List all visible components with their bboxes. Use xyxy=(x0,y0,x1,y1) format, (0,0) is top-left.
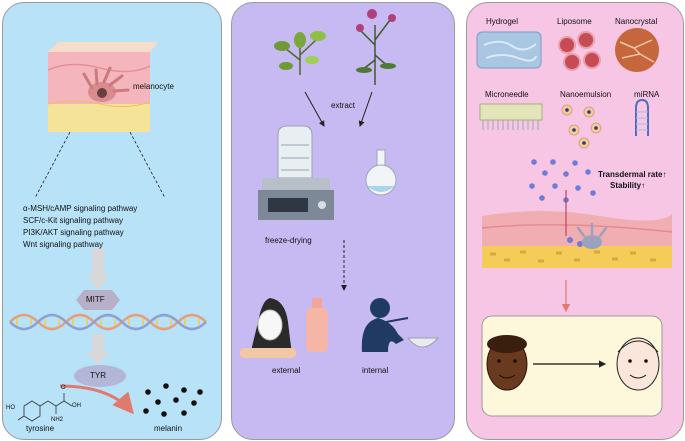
external-label: external xyxy=(272,366,301,375)
carrier-label-mirna: miRNA xyxy=(634,90,660,99)
melanocyte-cell xyxy=(82,66,130,102)
dna-helix xyxy=(9,313,207,331)
face-light xyxy=(616,337,660,391)
tyr-arrow-down xyxy=(86,334,110,364)
result-box xyxy=(481,315,663,417)
tyr-label: TYR xyxy=(90,371,106,380)
carrier-label-nanocrystal: Nanocrystal xyxy=(615,17,658,26)
tyrosinase-reaction-arrow xyxy=(59,384,134,415)
pathway-label: SCF/c-Kit signaling pathway xyxy=(23,216,124,225)
stability-label: Stability↑ xyxy=(610,181,646,190)
carrier-label-hydrogel: Hydrogel xyxy=(486,17,519,26)
pathway-label: α-MSH/cAMP signaling pathway xyxy=(23,204,138,213)
structure-o: O xyxy=(61,385,66,391)
face-dark xyxy=(486,335,528,391)
extract-label: extract xyxy=(331,101,356,110)
panel-extraction xyxy=(231,2,455,440)
carrier-label-microneedle: Microneedle xyxy=(485,90,529,99)
structure-nh2: NH2 xyxy=(51,417,64,423)
tyr-oval xyxy=(74,365,126,387)
pathway-label: Wnt signaling pathway xyxy=(23,240,104,249)
nanocrystal-icon xyxy=(615,28,659,72)
microneedle-icon xyxy=(479,103,543,130)
flask xyxy=(365,149,397,196)
drug-dots xyxy=(529,159,596,203)
freeze-dryer xyxy=(258,125,334,220)
pathway-label: PI3K/AKT signaling pathway xyxy=(23,228,124,237)
melanin-label: melanin xyxy=(154,424,183,433)
carrier-label-liposome: Liposome xyxy=(557,17,592,26)
tyrosine-label: tyrosine xyxy=(26,424,55,433)
cosmetic-bottle xyxy=(306,298,328,352)
bowl xyxy=(406,337,440,348)
melanin-dots xyxy=(143,383,203,417)
tyrosine-structure xyxy=(17,393,73,422)
mitf-label: MITF xyxy=(86,295,105,304)
transdermal-rate-label: Transdermal rate↑ xyxy=(598,170,667,179)
structure-ho: HO xyxy=(6,405,15,411)
structure-acid-oh: OH xyxy=(72,403,81,409)
melanocyte-label: melanocyte xyxy=(133,82,174,91)
mitf-hexagon xyxy=(76,290,120,310)
pathway-arrow-down xyxy=(86,248,110,290)
woman-face-mask xyxy=(240,298,296,358)
skin-cross-section xyxy=(481,190,673,268)
herb-plant-left xyxy=(274,31,326,75)
mirna-icon xyxy=(635,98,649,136)
carrier-label-nanoemulsion: Nanoemulsion xyxy=(560,90,612,99)
nanoemulsion-core-dots xyxy=(565,108,598,145)
internal-label: internal xyxy=(362,366,389,375)
person-eating xyxy=(361,298,409,352)
liposome-icon xyxy=(558,31,601,71)
hydrogel-icon xyxy=(476,31,542,69)
herb-plant-right xyxy=(356,9,396,85)
freeze-drying-label: freeze-drying xyxy=(265,236,312,245)
